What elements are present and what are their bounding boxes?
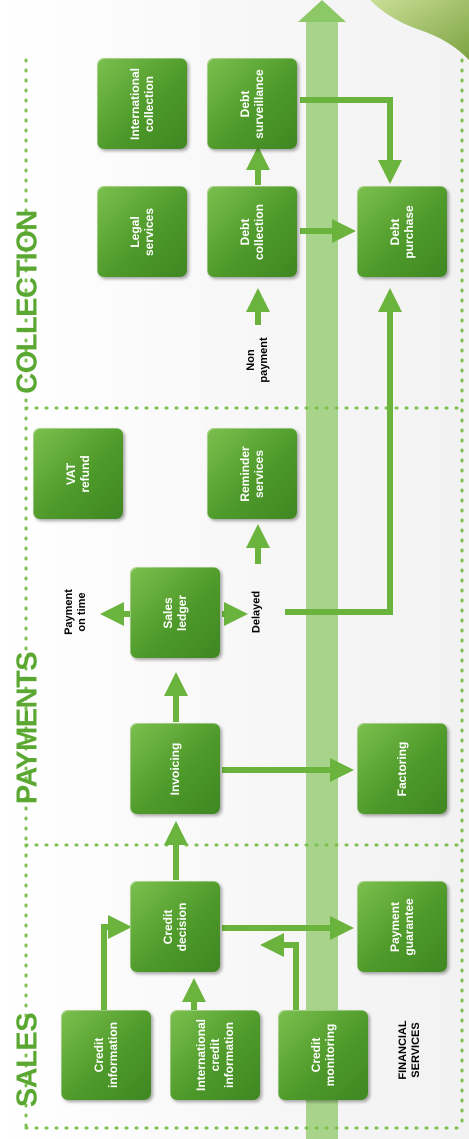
box-payment-guarantee[interactable]: Payment guarantee [357,881,447,972]
box-label: Credit information [92,1022,120,1088]
corner-decoration [370,0,469,60]
box-international-collection[interactable]: International collection [97,58,187,149]
box-factoring[interactable]: Factoring [357,723,447,814]
box-label: International credit information [194,1018,236,1092]
label-payment-on-time: Payment on time [63,589,88,635]
timeline-bar [306,20,338,1139]
box-label: Sales ledger [161,594,189,631]
label-non-payment: Non payment [245,337,270,383]
box-label: Debt purchase [388,204,416,259]
section-title-payments: PAYMENTS [11,651,44,805]
box-label: Invoicing [168,742,182,795]
box-debt-purchase[interactable]: Debt purchase [357,186,447,277]
box-label: Debt surveillance [238,68,266,139]
box-label: Credit decision [161,902,189,951]
box-international-credit-information[interactable]: International credit information [170,1010,260,1100]
box-label: Debt collection [238,203,266,260]
box-label: International collection [128,67,156,140]
box-label: Reminder services [238,445,266,502]
box-invoicing[interactable]: Invoicing [130,723,220,814]
box-credit-decision[interactable]: Credit decision [130,881,220,972]
box-sales-ledger[interactable]: Sales ledger [130,567,220,658]
box-debt-surveillance[interactable]: Debt surveillance [207,58,297,149]
section-title-collection: COLLECTION [11,210,44,394]
label-financial-services: FINANCIAL SERVICES [397,1020,422,1080]
label-delayed: Delayed [250,590,263,634]
box-label: Legal services [128,207,156,256]
box-credit-monitoring[interactable]: Credit monitoring [278,1010,368,1100]
section-borders [24,58,464,1130]
box-debt-collection[interactable]: Debt collection [207,186,297,277]
box-reminder-services[interactable]: Reminder services [207,428,297,519]
box-legal-services[interactable]: Legal services [97,186,187,277]
box-vat-refund[interactable]: VAT refund [33,428,123,519]
timeline-arrowhead [298,0,346,22]
box-label: Factoring [395,741,409,796]
box-label: Payment guarantee [388,897,416,956]
section-title-sales: SALES [11,1012,44,1108]
connectors [100,97,402,1012]
box-label: Credit monitoring [309,1023,337,1087]
box-label: VAT refund [64,454,92,493]
box-credit-information[interactable]: Credit information [61,1010,151,1100]
